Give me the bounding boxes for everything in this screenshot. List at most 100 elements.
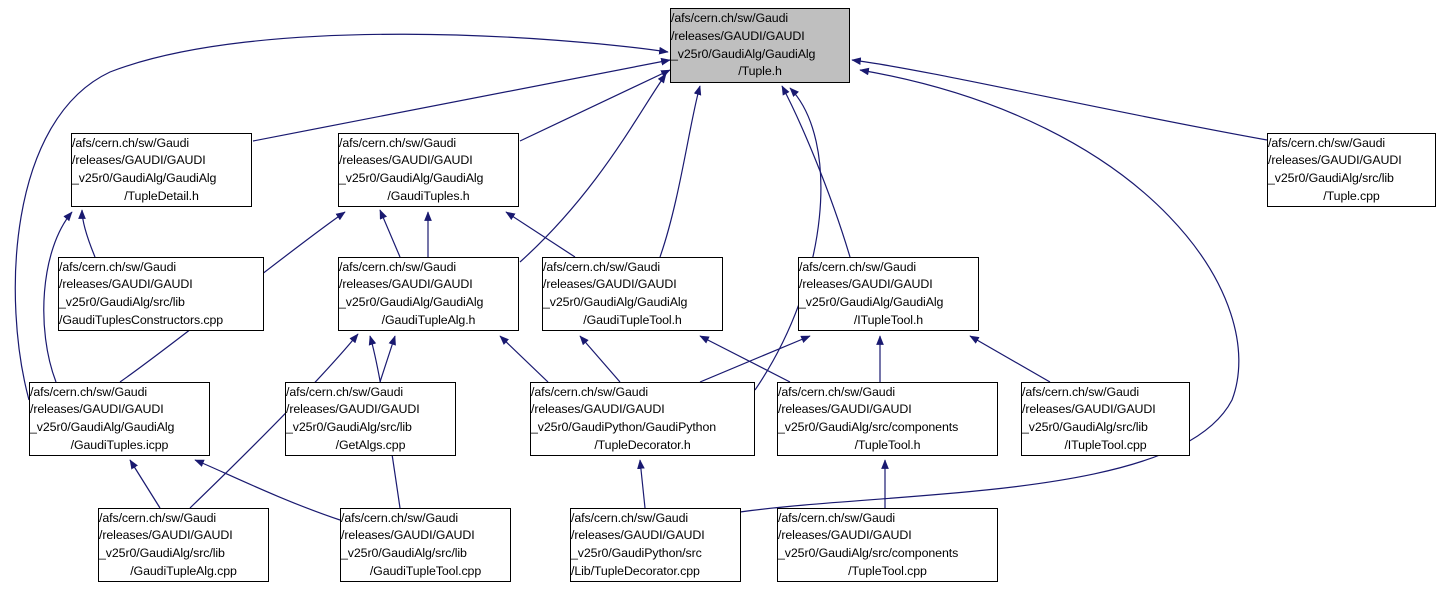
edge-gaudituplesconstructors_cpp-to-tupledetail_h (78, 209, 96, 258)
edge-tuple_cpp-to-tuple_h (851, 57, 1268, 141)
node-label-line: /TupleTool.h (854, 437, 921, 452)
node-label-line: _v25r0/GaudiPython/src (571, 546, 702, 560)
node-label-line: /GaudiTupleTool.cpp (369, 563, 482, 578)
node-label-line: /releases/GAUDI/GAUDI (778, 402, 912, 417)
node-gaudituplealg-cpp[interactable]: /afs/cern.ch/sw/Gaudi/releases/GAUDI/GAU… (98, 508, 269, 582)
node-label-line: /releases/GAUDI/GAUDI (72, 153, 206, 168)
node-label-line: /GaudiTuples.icpp (70, 437, 169, 452)
node-label-line: _v25r0/GaudiAlg/src/lib (286, 420, 412, 434)
node-label-line: /afs/cern.ch/sw/Gaudi (571, 510, 689, 525)
node-label-line: /afs/cern.ch/sw/Gaudi (671, 11, 789, 26)
node-tupledecorator-h[interactable]: /afs/cern.ch/sw/Gaudi/releases/GAUDI/GAU… (530, 382, 755, 456)
node-label-line: _v25r0/GaudiAlg/GaudiAlg (72, 171, 217, 185)
node-gauditupletool-cpp[interactable]: /afs/cern.ch/sw/Gaudi/releases/GAUDI/GAU… (340, 508, 511, 582)
edge-gauditupletool_h-to-tuple_h (659, 85, 702, 258)
node-label-line: /GaudiTupleAlg.cpp (130, 563, 237, 578)
node-label-line: /afs/cern.ch/sw/Gaudi (531, 384, 649, 399)
edge-itupletool_cpp-to-itupletool_h (969, 335, 1051, 383)
node-label-line: _v25r0/GaudiAlg/GaudiAlg (799, 295, 944, 309)
node-label-line: /afs/cern.ch/sw/Gaudi (778, 384, 896, 399)
node-label-line: _v25r0/GaudiAlg/src/lib (99, 546, 225, 560)
node-tuple-cpp[interactable]: /afs/cern.ch/sw/Gaudi/releases/GAUDI/GAU… (1267, 133, 1436, 207)
node-gaudituplealg-h[interactable]: /afs/cern.ch/sw/Gaudi/releases/GAUDI/GAU… (338, 257, 519, 331)
node-label-line: _v25r0/GaudiAlg/GaudiAlg (30, 420, 175, 434)
node-label-line: _v25r0/GaudiAlg/src/lib (341, 546, 467, 560)
node-components-tupletool-h[interactable]: /afs/cern.ch/sw/Gaudi/releases/GAUDI/GAU… (777, 382, 998, 456)
node-label-line: _v25r0/GaudiPython/GaudiPython (531, 420, 717, 434)
node-label-line: /afs/cern.ch/sw/Gaudi (59, 259, 177, 274)
node-label-line: _v25r0/GaudiAlg/src/lib (1268, 171, 1394, 185)
edge-gaudituples_h-to-tuple_h (519, 69, 671, 142)
node-label-line: /releases/GAUDI/GAUDI (30, 402, 164, 417)
edge-tupledecorator_h-to-tuple_h (754, 87, 822, 391)
node-label-line: /GetAlgs.cpp (335, 437, 406, 452)
node-label-line: _v25r0/GaudiAlg/GaudiAlg (339, 171, 484, 185)
node-label-line: /Tuple.h (738, 64, 782, 79)
node-tuple-h[interactable]: /afs/cern.ch/sw/Gaudi/releases/GAUDI/GAU… (670, 8, 850, 83)
node-label-line: /releases/GAUDI/GAUDI (341, 528, 475, 543)
node-label-line: _v25r0/GaudiAlg/GaudiAlg (339, 295, 484, 309)
node-label-line: /afs/cern.ch/sw/Gaudi (339, 135, 457, 150)
node-label-line: /releases/GAUDI/GAUDI (799, 277, 933, 292)
node-itupletool-cpp[interactable]: /afs/cern.ch/sw/Gaudi/releases/GAUDI/GAU… (1021, 382, 1190, 456)
node-label-line: /TupleDecorator.h (594, 437, 691, 452)
node-label-line: /releases/GAUDI/GAUDI (778, 528, 912, 543)
node-label-line: /afs/cern.ch/sw/Gaudi (339, 259, 457, 274)
node-label-line: _v25r0/GaudiAlg/GaudiAlg (543, 295, 688, 309)
edge-tupledetail_h-to-tuple_h (252, 57, 671, 142)
node-label-line: /TupleDetail.h (124, 188, 199, 203)
node-label-line: /GaudiTupleTool.h (583, 312, 682, 327)
node-label-line: /afs/cern.ch/sw/Gaudi (1022, 384, 1140, 399)
node-label-line: /afs/cern.ch/sw/Gaudi (99, 510, 217, 525)
edge-tupledecorator_h-to-gauditupletool_h (579, 335, 621, 383)
node-gaudituples-icpp[interactable]: /afs/cern.ch/sw/Gaudi/releases/GAUDI/GAU… (29, 382, 210, 456)
node-label-line: /releases/GAUDI/GAUDI (1022, 402, 1156, 417)
edge-components_tupletool_h-to-gauditupletool_h (699, 335, 791, 383)
node-label-line: /afs/cern.ch/sw/Gaudi (1268, 135, 1386, 150)
node-label-line: /afs/cern.ch/sw/Gaudi (30, 384, 148, 399)
node-itupletool-h[interactable]: /afs/cern.ch/sw/Gaudi/releases/GAUDI/GAU… (798, 257, 979, 331)
node-label-line: _v25r0/GaudiAlg/src/lib (59, 295, 185, 309)
node-label-line: /Lib/TupleDecorator.cpp (571, 563, 700, 578)
node-label-line: /GaudiTuples.h (387, 188, 470, 203)
node-label-line: _v25r0/GaudiAlg/src/lib (1022, 420, 1148, 434)
node-label-line: /releases/GAUDI/GAUDI (671, 28, 805, 43)
node-label-line: /afs/cern.ch/sw/Gaudi (778, 510, 896, 525)
node-label-line: /releases/GAUDI/GAUDI (286, 402, 420, 417)
node-label-line: /releases/GAUDI/GAUDI (59, 277, 193, 292)
node-label-line: /TupleTool.cpp (848, 563, 927, 578)
node-label-line: /releases/GAUDI/GAUDI (99, 528, 233, 543)
node-label-line: /ITupleTool.h (853, 312, 924, 327)
edge-tupledecorator_h-to-gauditupleal g_h (499, 335, 549, 383)
edge-gauditupleal g_cpp-to-gaudituples_icpp (129, 459, 161, 509)
edge-itupletool_h-to-tuple_h (781, 85, 851, 258)
edge-tupledecorator_cpp-to-tupledecorator_h (637, 459, 646, 509)
node-label-line: /GaudiTuplesConstructors.cpp (59, 312, 224, 327)
node-label-line: /afs/cern.ch/sw/Gaudi (799, 259, 917, 274)
node-label-line: _v25r0/GaudiAlg/src/components (778, 420, 959, 434)
node-label-line: _v25r0/GaudiAlg/GaudiAlg (671, 46, 816, 61)
node-tupledetail-h[interactable]: /afs/cern.ch/sw/Gaudi/releases/GAUDI/GAU… (71, 133, 252, 207)
node-gauditupletool-h[interactable]: /afs/cern.ch/sw/Gaudi/releases/GAUDI/GAU… (542, 257, 723, 331)
node-label-line: /releases/GAUDI/GAUDI (1268, 153, 1402, 168)
edge-tupledecorator_h-to-itupletool_h (699, 335, 811, 383)
node-label-line: /afs/cern.ch/sw/Gaudi (543, 259, 661, 274)
edge-getalgs_cpp-to-gauditupleal g_h (379, 335, 396, 383)
node-label-line: /releases/GAUDI/GAUDI (339, 277, 473, 292)
node-gaudituplesconstructors-cpp[interactable]: /afs/cern.ch/sw/Gaudi/releases/GAUDI/GAU… (58, 257, 264, 331)
node-components-tupletool-cpp[interactable]: /afs/cern.ch/sw/Gaudi/releases/GAUDI/GAU… (777, 508, 998, 582)
node-label-line: /releases/GAUDI/GAUDI (339, 153, 473, 168)
node-gaudituples-h[interactable]: /afs/cern.ch/sw/Gaudi/releases/GAUDI/GAU… (338, 133, 519, 207)
edge-gauditupleal g_h-to-tuple_h (519, 73, 667, 263)
edge-gauditupletool_h-to-gaudituples_h (505, 211, 576, 258)
node-label-line: /afs/cern.ch/sw/Gaudi (72, 135, 190, 150)
node-tupledecorator-cpp[interactable]: /afs/cern.ch/sw/Gaudi/releases/GAUDI/GAU… (570, 508, 741, 582)
node-label-line: _v25r0/GaudiAlg/src/components (778, 546, 959, 560)
node-getalgs-cpp[interactable]: /afs/cern.ch/sw/Gaudi/releases/GAUDI/GAU… (285, 382, 456, 456)
node-label-line: /afs/cern.ch/sw/Gaudi (341, 510, 459, 525)
node-label-line: /Tuple.cpp (1323, 188, 1380, 203)
node-label-line: /GaudiTupleAlg.h (381, 312, 476, 327)
node-label-line: /releases/GAUDI/GAUDI (531, 402, 665, 417)
node-label-line: /releases/GAUDI/GAUDI (543, 277, 677, 292)
